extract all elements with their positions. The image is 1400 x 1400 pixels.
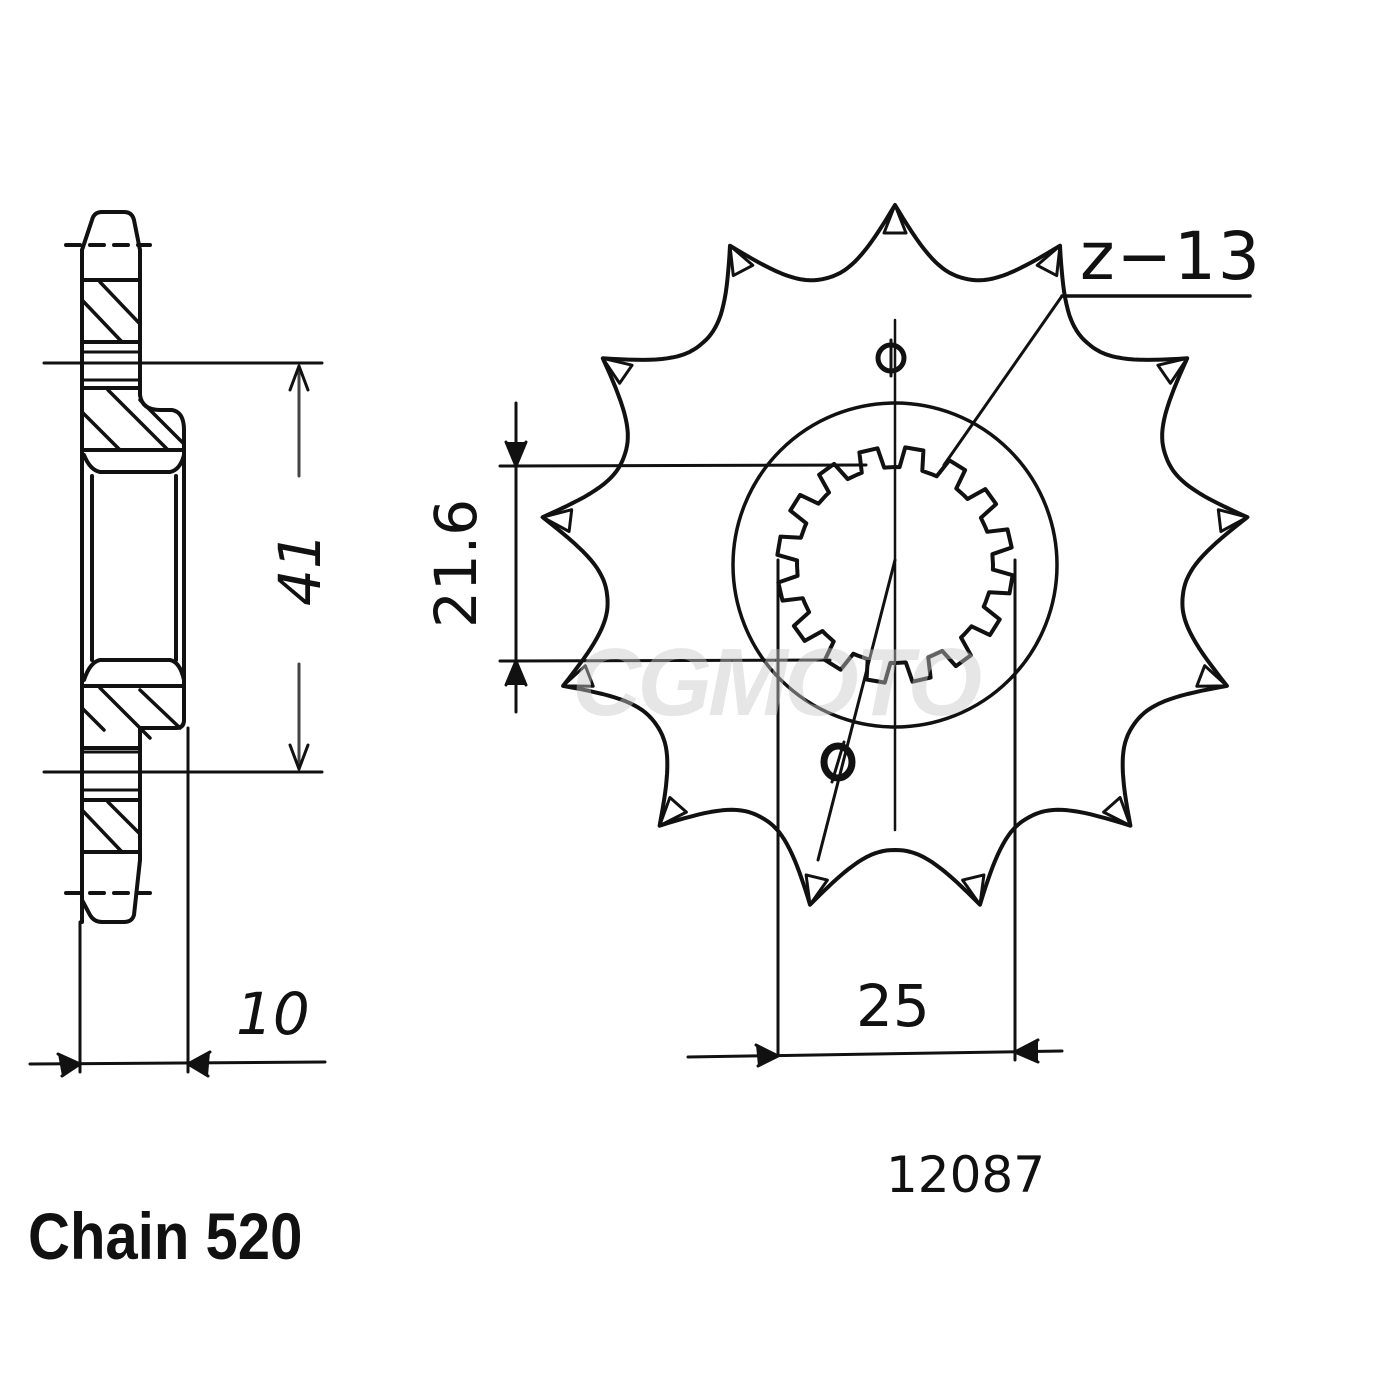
sprocket-teeth-outline — [540, 203, 1250, 907]
phi-symbol-top — [875, 338, 907, 378]
teeth-count-label: z−13 — [1080, 218, 1262, 295]
dimension-label-41: 41 — [266, 532, 334, 606]
phi-symbol-bottom — [820, 740, 856, 784]
dimension-label-10: 10 — [236, 980, 310, 1048]
dimension-21-6 — [498, 401, 868, 714]
tooth-tip-markers — [541, 203, 1249, 907]
side-section-view — [64, 210, 190, 1074]
dimension-10 — [28, 1050, 327, 1078]
dimension-41 — [42, 361, 324, 774]
chain-size-label: Chain 520 — [28, 1199, 303, 1273]
part-number: 12087 — [886, 1146, 1046, 1204]
front-view — [540, 203, 1252, 907]
dimension-label-25: 25 — [856, 972, 930, 1040]
watermark: CGMOTO — [572, 629, 982, 736]
dimension-25 — [686, 558, 1064, 1068]
dimension-label-21-6: 21.6 — [422, 498, 490, 628]
